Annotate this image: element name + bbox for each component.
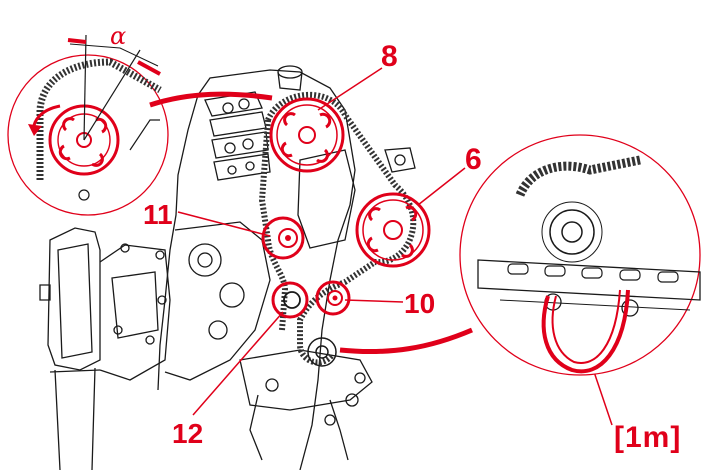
- callout-10: 10: [404, 288, 436, 319]
- callout-12: 12: [172, 418, 204, 449]
- camshaft-sprocket-6: [355, 192, 431, 268]
- engine-block: [157, 65, 416, 470]
- callout-11: 11: [143, 199, 173, 230]
- leader-lines: [177, 67, 613, 426]
- callout-6: 6: [465, 143, 482, 176]
- engine-mount: [39, 227, 171, 470]
- idler-pulley-11: [261, 216, 305, 260]
- angle-alpha-label: α: [110, 22, 127, 50]
- idler-pulley-10: [315, 280, 351, 316]
- detail-inset-left: [7, 34, 273, 216]
- detail-inset-right: [339, 134, 701, 376]
- callout-1m: [1m]: [614, 421, 682, 454]
- callout-8: 8: [381, 40, 398, 73]
- crankshaft-pulley-12: [271, 281, 309, 319]
- component-highlights: [261, 97, 431, 367]
- tensioner-sprocket-8: [269, 97, 345, 173]
